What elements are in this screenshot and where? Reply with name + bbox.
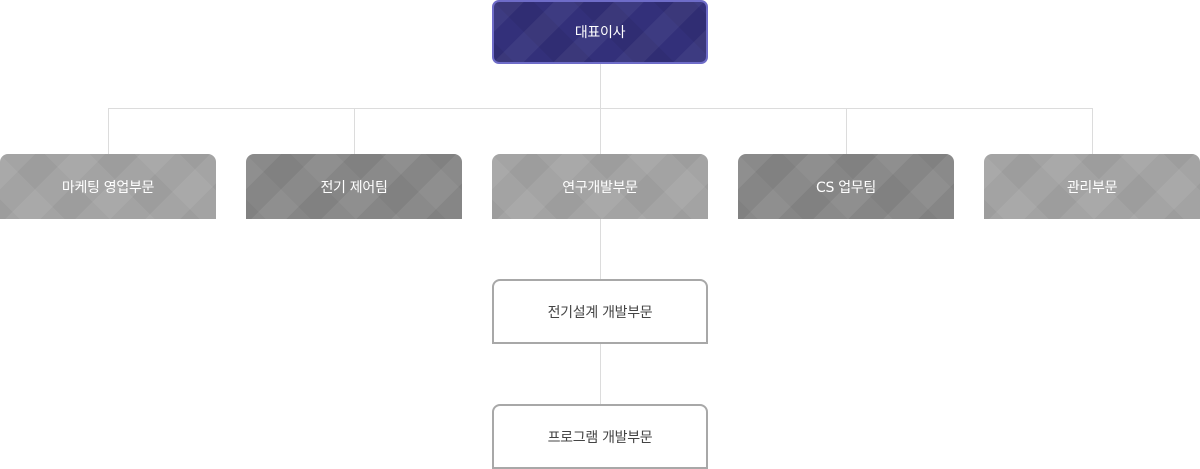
dept-node-electrical-control: 전기 제어팀 [246, 154, 462, 219]
connector-dept-4 [846, 108, 847, 154]
dept-label: 전기 제어팀 [320, 179, 388, 196]
dept-node-marketing-sales: 마케팅 영업부문 [0, 154, 216, 219]
connector-dept-2 [354, 108, 355, 154]
dept-label: CS 업무팀 [816, 179, 876, 196]
sub-label: 프로그램 개발부문 [547, 429, 653, 446]
dept-node-rnd: 연구개발부문 [492, 154, 708, 219]
ceo-label: 대표이사 [574, 25, 626, 41]
connector-sub1-to-sub2 [600, 344, 601, 405]
sub-node-electrical-design: 전기설계 개발부문 [492, 279, 708, 344]
connector-rnd-to-sub1 [600, 219, 601, 280]
dept-node-management: 관리부문 [984, 154, 1200, 219]
connector-ceo-down [600, 64, 601, 109]
sub-node-program-dev: 프로그램 개발부문 [492, 404, 708, 469]
dept-node-cs: CS 업무팀 [738, 154, 954, 219]
connector-dept-3 [600, 108, 601, 154]
ceo-node: 대표이사 [492, 0, 708, 64]
sub-label: 전기설계 개발부문 [547, 304, 653, 321]
connector-dept-5 [1092, 108, 1093, 154]
dept-label: 연구개발부문 [562, 179, 638, 196]
dept-label: 마케팅 영업부문 [61, 179, 155, 196]
connector-dept-1 [108, 108, 109, 154]
dept-label: 관리부문 [1066, 179, 1118, 196]
